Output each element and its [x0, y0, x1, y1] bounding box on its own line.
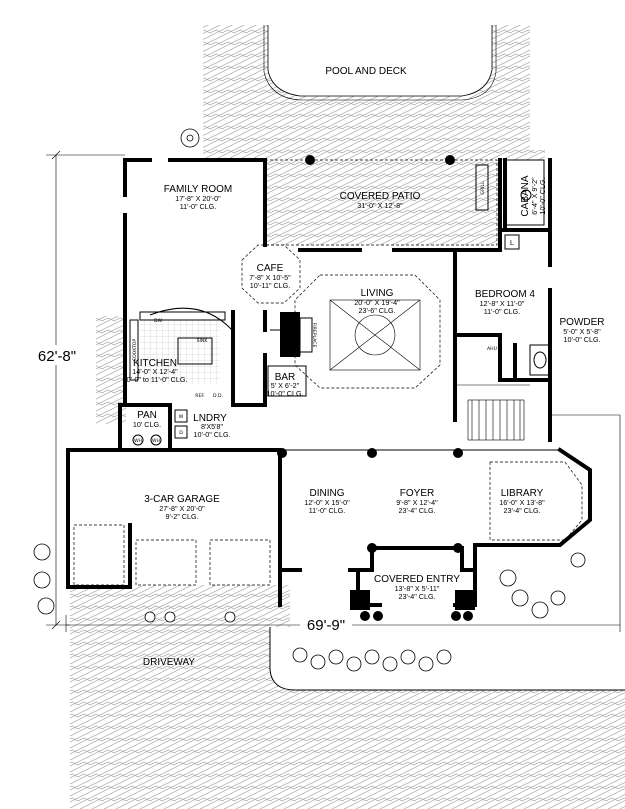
cabana-ceiling: 10'-0" CLG.: [538, 177, 547, 214]
library-ceiling-detail: [489, 461, 583, 541]
covered-entry-size: 13'-8" X 5'-11": [395, 584, 440, 593]
living-label: LIVING: [361, 288, 394, 299]
depth-dimension: [28, 150, 125, 630]
laundry-appliances: [132, 409, 188, 446]
foyer-label: FOYER: [400, 488, 434, 499]
bedroom-4-size: 12'-8" X 11'-0": [480, 299, 525, 308]
overall-width-label: 69'-9": [307, 617, 345, 634]
l-tag: L: [510, 240, 514, 247]
laundry-label: LNDRY: [193, 413, 227, 424]
refrigerator-tag: REF.: [195, 393, 204, 399]
sink-tag: SINK: [197, 338, 209, 344]
columns: [277, 155, 473, 621]
driveway-paving: [70, 605, 625, 809]
bedroom-4-ceiling: 11'-0" CLG.: [484, 307, 521, 316]
covered-entry-ceiling: 23'-4" CLG.: [398, 592, 435, 601]
laundry-ceiling: 10'-0" CLG.: [193, 430, 230, 439]
pool-deck-label: POOL AND DECK: [325, 66, 407, 77]
laundry-size: 8'X5'8": [201, 422, 224, 431]
cafe-ceiling: 10'-11" CLG.: [250, 281, 291, 290]
cooktop-tag: COOKTOP: [132, 339, 138, 362]
ahu-tag: AHU: [487, 346, 497, 352]
family-room-label: FAMILY ROOM: [164, 184, 233, 195]
cabana-label-group: CABANA 6'-4" X 9'-2" 10'-0" CLG.: [520, 175, 547, 216]
grill-tag: GRILL: [480, 181, 486, 195]
laundry-chute-box: [504, 234, 520, 250]
bar-ceiling: 10'-0" CLG.: [266, 389, 303, 398]
covered-patio-paving: [264, 159, 498, 246]
bar-size: 5' X 6'-2": [271, 381, 300, 390]
walls: [66, 158, 592, 610]
covered-patio-label: COVERED PATIO: [340, 191, 421, 202]
living-ceiling: 23'-6" CLG.: [358, 306, 395, 315]
width-dimension: [65, 414, 621, 633]
garage-ceiling: 9'-2" CLG.: [165, 512, 198, 521]
washer-tag: W: [179, 414, 184, 420]
garage-label: 3-CAR GARAGE: [144, 494, 220, 505]
library-ceiling: 23'-4" CLG.: [503, 506, 540, 515]
garage-door-outlines: [73, 524, 271, 586]
living-size: 20'-0" X 19'-4": [354, 298, 400, 307]
pool-deck-paving: [203, 25, 545, 160]
cabana-label: CABANA: [520, 175, 531, 216]
grill-counter: [475, 164, 489, 211]
wh-tag-2: WH: [152, 438, 160, 444]
pantry-ceiling: 10' CLG.: [133, 420, 161, 429]
foyer-size: 9'-8" X 12'-4": [396, 498, 438, 507]
driveway-label: DRIVEWAY: [143, 657, 196, 668]
bedroom-4-label: BEDROOM 4: [475, 289, 535, 300]
foyer-ceiling: 23'-4" CLG.: [398, 506, 435, 515]
landscape-shrubs: [33, 128, 586, 672]
library-size: 16'-0" X 13'-8": [499, 498, 545, 507]
dining-label: DINING: [310, 488, 345, 499]
powder-label: POWDER: [560, 317, 605, 328]
kitchen-label: KITCHEN: [133, 358, 177, 369]
library-label: LIBRARY: [501, 488, 544, 499]
fireplace-tag: FIREPLACE: [311, 323, 317, 348]
garage-size: 27'-8" X 20'-0": [159, 504, 205, 513]
family-room-ceiling: 11'-0" CLG.: [180, 202, 217, 211]
stair: [455, 384, 530, 441]
overall-depth-label: 62'-8": [38, 348, 76, 365]
cooktop-tag-group: COOKTOP: [132, 339, 138, 362]
covered-patio-size: 31'-0" X 12'-8": [357, 201, 403, 210]
dining-size: 12'-0" X 15'-0": [304, 498, 350, 507]
cafe-label: CAFE: [257, 263, 284, 274]
fireplace-tag-group: FIREPLACE: [311, 323, 317, 348]
kitchen-ceiling: 10'-0" to 11'-0" CLG.: [123, 375, 188, 384]
pantry-label: PAN: [137, 410, 157, 421]
covered-entry-label: COVERED ENTRY: [374, 574, 460, 585]
bar-label: BAR: [275, 372, 296, 383]
powder-ceiling: 10'-0" CLG.: [563, 335, 600, 344]
dining-ceiling: 11'-0" CLG.: [309, 506, 346, 515]
dishwasher-tag: DW: [154, 318, 163, 324]
double-door-tag: D.D.: [213, 393, 223, 399]
dryer-tag: D: [179, 430, 183, 436]
cafe-size: 7'-8" X 10'-5": [249, 273, 291, 282]
cabana-size: 6'-4" X 9'-2": [530, 177, 539, 215]
family-room-size: 17'-8" X 20'-0": [175, 194, 221, 203]
grill-tag-group: GRILL: [480, 181, 486, 195]
kitchen-size: 14'-0" X 12'-4": [132, 367, 178, 376]
kitchen-floor: [129, 307, 233, 385]
water-heater-tag: WH: [134, 438, 142, 444]
powder-size: 5'-0" X 5'-8": [563, 327, 601, 336]
